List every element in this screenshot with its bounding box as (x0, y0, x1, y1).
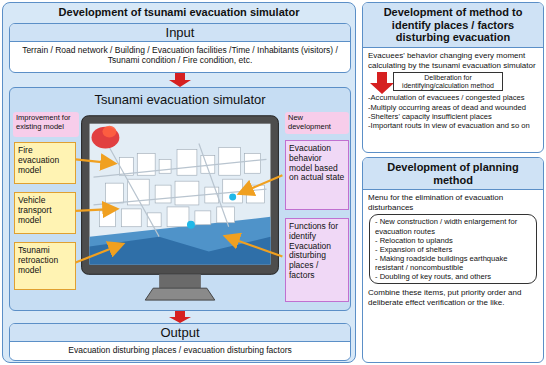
node-text: Vehicle transport model (15, 193, 75, 228)
node-text: Combine these items, put priority order … (363, 285, 543, 308)
slot: - New construction / width enlargement f… (363, 213, 543, 285)
input-box: InputTerrain / Road network / Building /… (9, 23, 351, 73)
slot: Deliberation for identifying/calculation… (393, 72, 503, 91)
node-text: Improvement for existing model (13, 112, 79, 133)
model-box: Fire evacuation model (14, 142, 76, 184)
tag-label: New development (285, 112, 349, 134)
down-arrow (369, 72, 395, 94)
node-text: - Making roadside buildings earthquake r… (373, 254, 533, 272)
node-text: New development (285, 112, 349, 133)
node-text: Evacuees' behavior changing every moment… (363, 48, 543, 71)
node-text: Tsunami evacuation simulator (10, 88, 350, 109)
node-text: Functions for identify Evacuation distur… (286, 219, 348, 284)
node-text: Development of tsunami evacuation simula… (3, 3, 355, 20)
node-text: Fire evacuation model (15, 143, 75, 178)
node-text: Evacuation behavior model based on actua… (286, 141, 348, 186)
process-box: Deliberation for identifying/calculation… (393, 72, 503, 91)
node-text: - Doubling of key routs, and others (373, 272, 533, 281)
node-text: Input (10, 24, 350, 42)
model-box: Vehicle transport model (14, 192, 76, 234)
tag-label: Improvement for existing model (13, 112, 79, 137)
simulator-box: Tsunami evacuation simulatorImprovement … (9, 87, 351, 311)
node-text: Terrain / Road network / Building / Evac… (10, 42, 350, 68)
panel: Development of tsunami evacuation simula… (2, 2, 356, 363)
node-text: Menu for the elimination of evacuation d… (363, 190, 543, 213)
node-text: - Relocation to uplands (373, 236, 533, 245)
arrow-row: Deliberation for identifying/calculation… (363, 71, 543, 93)
node-text: - Expansion of shelters (373, 245, 533, 254)
node-text: Tsunami retroaction model (15, 243, 75, 278)
flow-arrow (169, 311, 191, 323)
node-text: - New construction / width enlargement f… (373, 217, 533, 235)
node-text: Evacuation disturbing places / evacuatio… (10, 342, 350, 358)
node-text: -Shelters' capacity insufficient places (363, 112, 543, 121)
node-text: -Multiply occurring areas of dead and wo… (363, 103, 543, 112)
node-text: Development of planning method (363, 158, 543, 190)
output-box: OutputEvacuation disturbing places / eva… (9, 323, 351, 361)
bracket-list: - New construction / width enlargement f… (369, 214, 537, 284)
model-box: Tsunami retroaction model (14, 242, 76, 290)
node-text: -Accumulation of evacuees / congested pl… (363, 93, 543, 102)
node-text: Development of method to identify places… (363, 3, 543, 48)
node-text: Deliberation for identifying/calculation… (394, 73, 502, 90)
planning-panel: Development of planning methodMenu for t… (362, 157, 544, 363)
flow-arrow (169, 73, 191, 87)
node-text: -Important routs in view of evacuation a… (363, 121, 543, 130)
method-panel: Development of method to identify places… (362, 2, 544, 153)
node-text: Output (10, 324, 350, 342)
model-box: Functions for identify Evacuation distur… (285, 218, 349, 302)
model-box: Evacuation behavior model based on actua… (285, 140, 349, 210)
